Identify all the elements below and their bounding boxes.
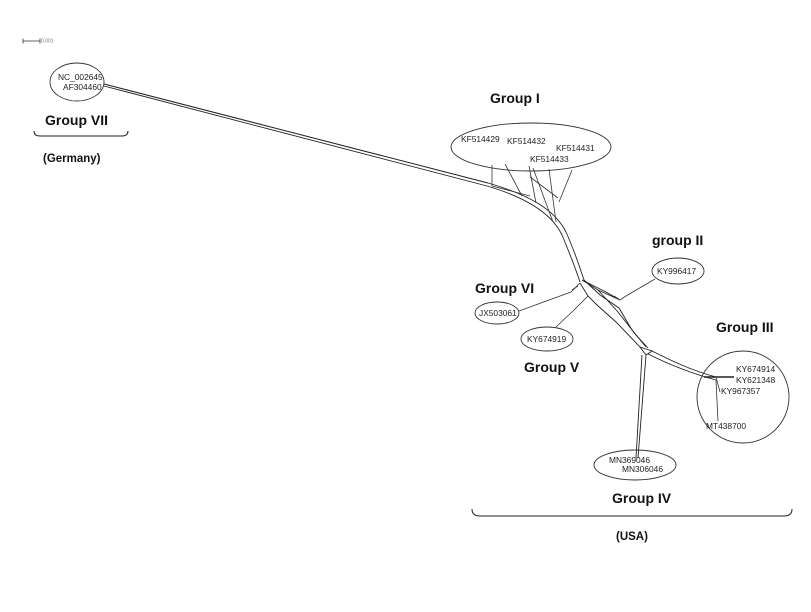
group-i-split-5 bbox=[548, 168, 557, 223]
branch-mt438700 bbox=[715, 379, 719, 422]
usa-region: (USA) bbox=[471, 508, 793, 543]
branch-group-vii bbox=[103, 83, 489, 184]
label-kf514433: KF514433 bbox=[530, 154, 569, 164]
usa-bracket bbox=[471, 508, 793, 517]
group-iv-label: Group IV bbox=[612, 490, 672, 506]
country-usa: (USA) bbox=[616, 531, 648, 543]
group-i-split-2 bbox=[504, 163, 523, 197]
group-vi-oval bbox=[474, 301, 520, 325]
group-i-split-3 bbox=[528, 165, 537, 204]
label-jx503061: JX503061 bbox=[479, 308, 517, 318]
group-vii-bracket bbox=[33, 130, 129, 137]
label-ky967357: KY967357 bbox=[721, 386, 760, 396]
group-ii-label: group II bbox=[652, 232, 703, 248]
trunk-lower-c bbox=[597, 289, 649, 349]
label-mn306046: MN306046 bbox=[622, 464, 663, 474]
label-kf514432: KF514432 bbox=[507, 136, 546, 146]
label-ky621348: KY621348 bbox=[736, 375, 775, 385]
label-ky674919: KY674919 bbox=[527, 334, 566, 344]
branch-group-vi-node bbox=[571, 285, 579, 291]
label-mn369046: MN369046 bbox=[609, 455, 650, 465]
group-i-split-8 bbox=[491, 185, 531, 197]
group-i-oval bbox=[450, 122, 612, 172]
branch-ky967357 bbox=[715, 376, 721, 393]
cluster-group-ii: group II KY996417 bbox=[651, 232, 705, 285]
branch-group-ii-node bbox=[613, 295, 621, 301]
group-i-split-7 bbox=[529, 176, 559, 199]
group-iii-label: Group III bbox=[716, 319, 774, 335]
cluster-group-i: Group I KF514429 KF514432 KF514431 KF514… bbox=[450, 90, 612, 172]
group-iii-circle bbox=[696, 350, 790, 444]
branch-group-v bbox=[555, 295, 589, 328]
label-ky674914: KY674914 bbox=[736, 364, 775, 374]
label-nc002645: NC_002645 bbox=[58, 72, 103, 82]
cluster-group-vi: Group VI JX503061 bbox=[474, 280, 534, 325]
label-kf514431: KF514431 bbox=[556, 143, 595, 153]
label-kf514429: KF514429 bbox=[461, 134, 500, 144]
branch-group-ii bbox=[619, 278, 656, 301]
trunk-edge-a bbox=[487, 182, 585, 281]
group-vii-label: Group VII bbox=[45, 112, 108, 128]
cluster-group-vii: NC_002645 AF304460 Group VII (Germany) bbox=[33, 62, 129, 165]
group-vi-label: Group VI bbox=[475, 280, 534, 296]
cluster-group-v: KY674919 Group V bbox=[520, 326, 580, 375]
branch-group-vii-parallel bbox=[103, 85, 488, 187]
group-v-oval bbox=[520, 326, 574, 352]
scale-bar: 0.001 bbox=[22, 38, 54, 45]
group-v-label: Group V bbox=[524, 359, 580, 375]
branch-group-iv-a bbox=[637, 354, 647, 459]
network-edges bbox=[103, 83, 734, 459]
cluster-group-iv: MN369046 MN306046 Group IV bbox=[593, 449, 677, 506]
group-i-split-4 bbox=[532, 167, 554, 223]
country-germany: (Germany) bbox=[43, 153, 101, 165]
lower-junction bbox=[638, 346, 654, 356]
scale-bar-label: 0.001 bbox=[41, 39, 54, 45]
group-vii-oval bbox=[49, 62, 105, 102]
group-i-split-6 bbox=[558, 169, 573, 203]
branch-group-iii-a bbox=[651, 350, 717, 378]
cluster-group-iii: Group III KY674914 KY621348 KY967357 MT4… bbox=[696, 319, 790, 444]
group-i-label: Group I bbox=[490, 90, 540, 106]
trunk-lower-a bbox=[579, 282, 641, 348]
group-ii-oval bbox=[651, 257, 705, 285]
branch-group-vi bbox=[518, 282, 581, 312]
label-ky996417: KY996417 bbox=[657, 266, 696, 276]
trunk-edge-b bbox=[486, 185, 581, 283]
label-af304460: AF304460 bbox=[63, 82, 102, 92]
branch-group-iii-b bbox=[647, 353, 717, 381]
branch-group-iv-b bbox=[635, 354, 643, 459]
group-iv-oval bbox=[593, 449, 677, 481]
label-mt438700: MT438700 bbox=[706, 421, 746, 431]
